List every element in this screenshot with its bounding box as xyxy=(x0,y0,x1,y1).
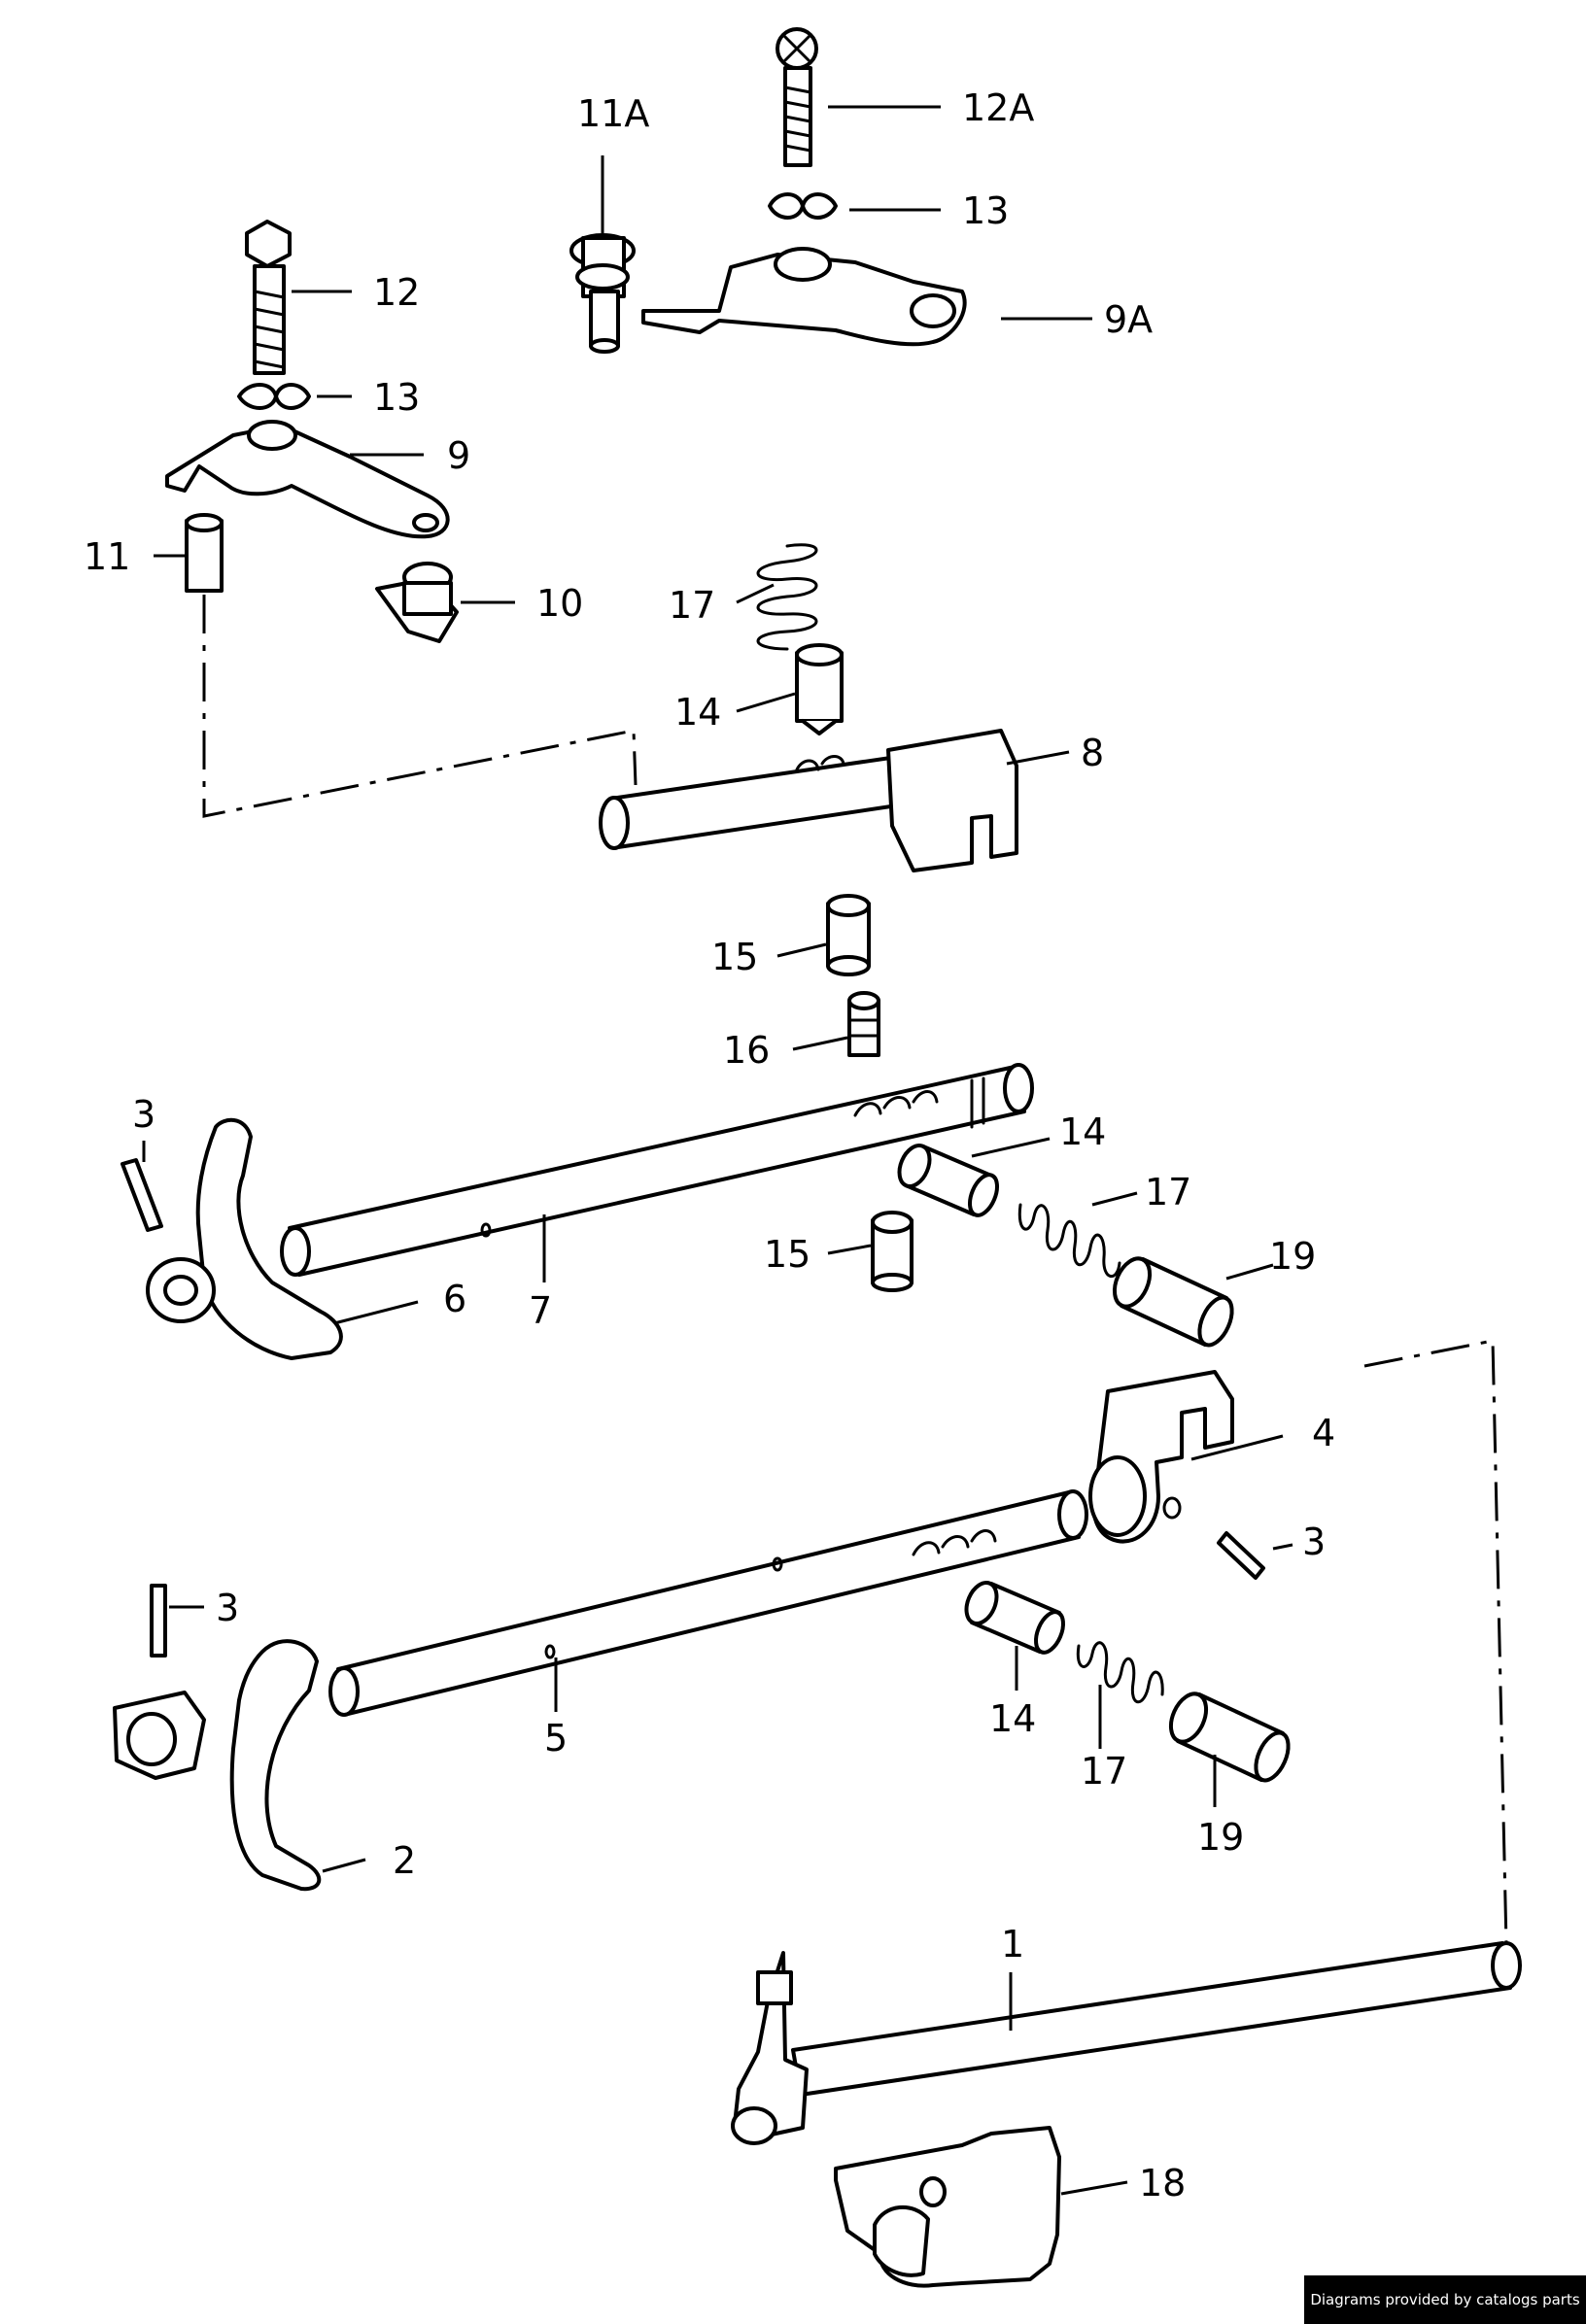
credit-banner: Diagrams provided by catalogs parts xyxy=(1304,2275,1586,2324)
lever-9 xyxy=(165,420,450,539)
label-15-top: 15 xyxy=(711,936,758,978)
label-14-low: 14 xyxy=(989,1697,1036,1740)
spring-17-top xyxy=(756,543,818,651)
bolt-12a xyxy=(776,27,818,167)
selector-rod-8 xyxy=(599,729,1018,872)
pin-3-left xyxy=(150,1584,167,1658)
bracket-4 xyxy=(1088,1370,1234,1544)
fork-2 xyxy=(113,1639,322,1892)
plunger-14-top xyxy=(795,643,844,735)
guide-18 xyxy=(834,2126,1061,2288)
label-1: 1 xyxy=(1001,1923,1024,1965)
spring-17-mid xyxy=(1017,1203,1121,1278)
pin-11 xyxy=(185,513,224,593)
label-14-mid: 14 xyxy=(1059,1111,1106,1153)
shaft-5 xyxy=(328,1489,1088,1717)
label-11a: 11A xyxy=(577,92,649,135)
pin-3-upper xyxy=(121,1158,163,1232)
label-7: 7 xyxy=(529,1289,552,1332)
shaft-1 xyxy=(731,1941,1522,2145)
pin-11a xyxy=(569,233,636,354)
label-3-right: 3 xyxy=(1302,1521,1326,1563)
alignment-line-right xyxy=(1363,1339,1508,1946)
label-9: 9 xyxy=(447,434,470,477)
sleeve-19-lower xyxy=(1168,1692,1291,1783)
label-18: 18 xyxy=(1139,2162,1186,2204)
label-3-left: 3 xyxy=(216,1587,239,1629)
label-17-low: 17 xyxy=(1081,1750,1127,1793)
spring-17-low xyxy=(1076,1641,1164,1704)
pin-15-top xyxy=(826,894,871,976)
plunger-14-mid xyxy=(897,1144,999,1217)
label-13-lower: 13 xyxy=(373,376,420,419)
pin-3-right xyxy=(1217,1531,1265,1580)
label-19-upper: 19 xyxy=(1269,1235,1316,1278)
label-9a: 9A xyxy=(1104,298,1153,341)
label-11: 11 xyxy=(84,535,130,578)
label-3-upper: 3 xyxy=(132,1093,155,1136)
fork-6 xyxy=(146,1117,343,1360)
block-10 xyxy=(375,562,459,643)
label-15-lower: 15 xyxy=(764,1233,810,1276)
label-5: 5 xyxy=(544,1717,568,1760)
bolt-12 xyxy=(245,220,292,375)
sleeve-19-upper xyxy=(1112,1256,1234,1348)
plunger-14-low xyxy=(964,1581,1065,1655)
label-2: 2 xyxy=(393,1839,416,1882)
label-8: 8 xyxy=(1081,732,1104,774)
pin-15-lower xyxy=(871,1211,914,1292)
alignment-line-top xyxy=(202,595,638,818)
washer-13-upper xyxy=(768,192,838,220)
label-12a: 12A xyxy=(962,86,1034,129)
label-6: 6 xyxy=(443,1278,466,1320)
washer-13-lower xyxy=(237,383,311,410)
label-12: 12 xyxy=(373,271,420,314)
label-10: 10 xyxy=(536,582,583,625)
pin-16 xyxy=(847,991,880,1057)
label-13-upper: 13 xyxy=(962,189,1009,232)
shaft-7 xyxy=(280,1063,1034,1277)
label-17-top: 17 xyxy=(669,584,715,627)
bracket-9a xyxy=(641,247,967,347)
label-17-mid: 17 xyxy=(1145,1171,1191,1213)
label-4: 4 xyxy=(1312,1412,1335,1454)
label-14-top: 14 xyxy=(674,691,721,734)
leader-lines xyxy=(142,105,1293,2196)
label-19-lower: 19 xyxy=(1197,1816,1244,1859)
label-16: 16 xyxy=(723,1029,770,1072)
